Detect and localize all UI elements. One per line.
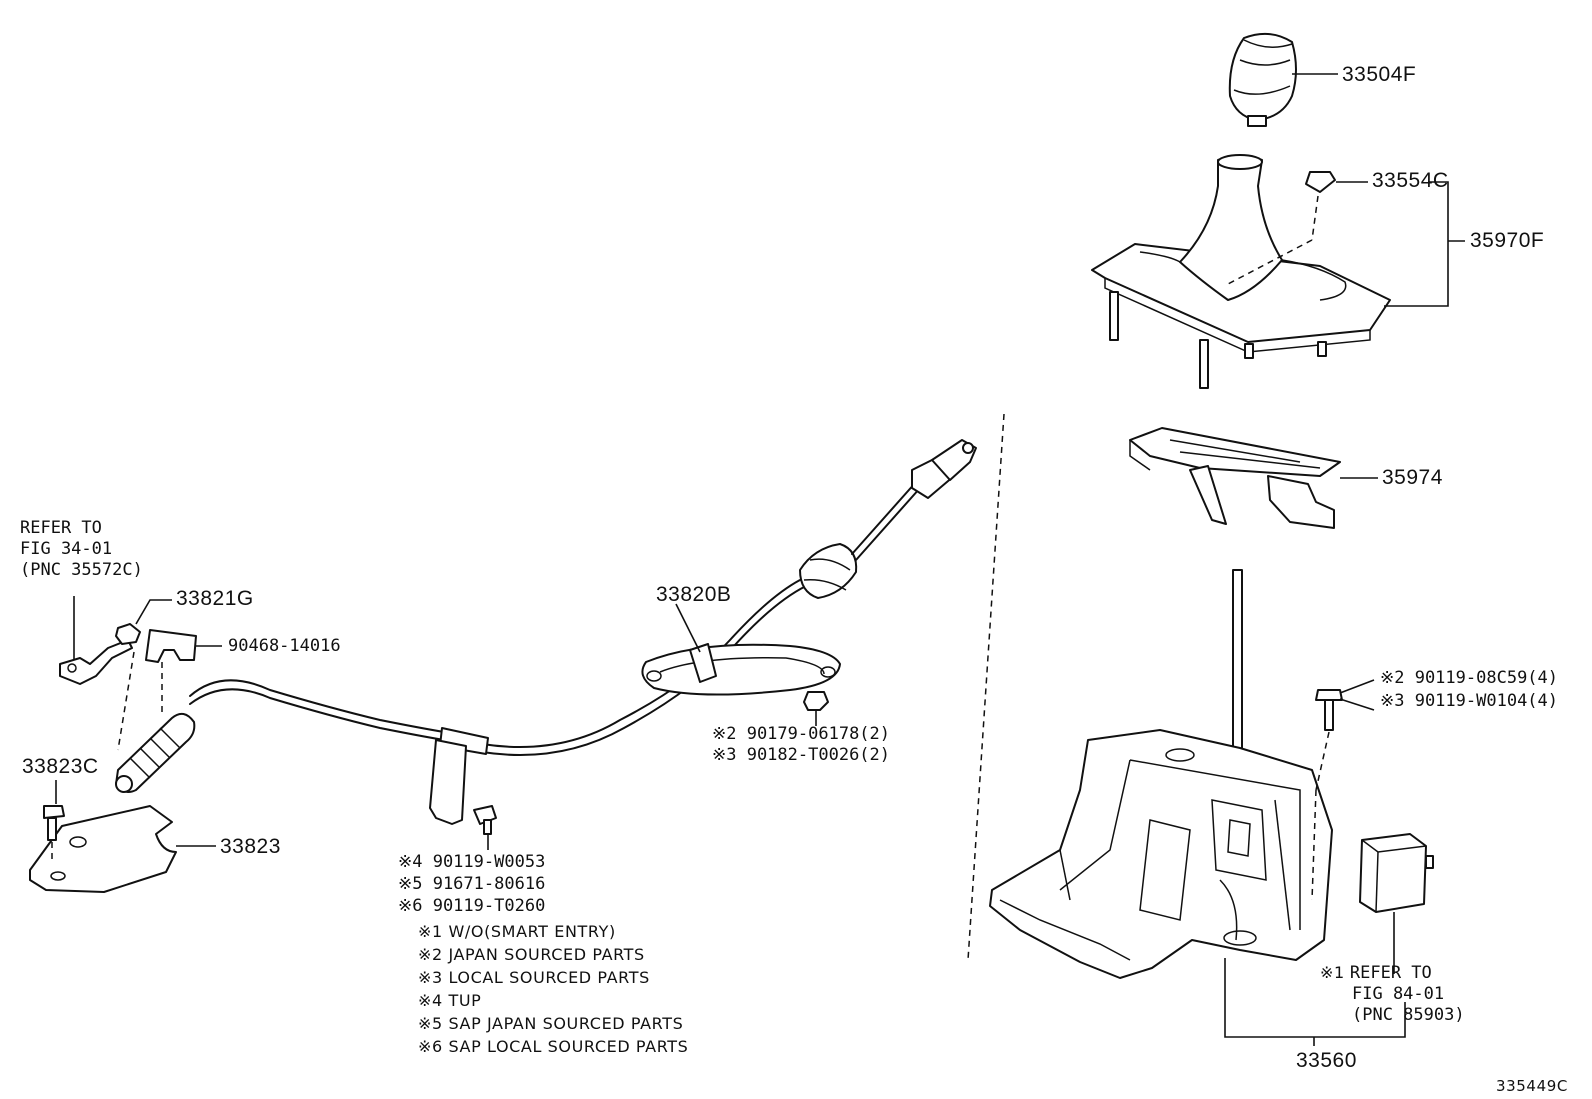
bracket-35974-drawing <box>1129 427 1378 529</box>
legend-item-1: ※1 W/O(SMART ENTRY) <box>418 922 616 941</box>
nut-center-line1: ※2 90179-06178(2) <box>712 724 891 744</box>
module-drawing <box>1359 833 1434 974</box>
bolt-bottom-line2: ※5 91671-80616 <box>398 874 546 894</box>
refer-left-line2: FIG 34-01 <box>20 539 113 559</box>
bolt-right-line2: ※3 90119-W0104(4) <box>1380 691 1559 711</box>
bracket-33821G-drawing <box>59 596 172 751</box>
shift-panel-drawing <box>1091 154 1465 389</box>
label-33823C: 33823C <box>22 755 99 778</box>
legend-item-3: ※3 LOCAL SOURCED PARTS <box>418 968 650 987</box>
refer-right-line3: (PNC 85903) <box>1352 1005 1465 1025</box>
shift-knob-drawing <box>1228 32 1338 127</box>
refer-left-block: REFER TO FIG 34-01 (PNC 35572C) <box>20 518 143 581</box>
label-shift-lever-assy: 33560 <box>1296 1049 1357 1072</box>
bolt-bottom-line3: ※6 90119-T0260 <box>398 896 546 916</box>
nut-center-callout: ※2 90179-06178(2) ※3 90182-T0026(2) <box>712 724 890 766</box>
shift-cable-drawing <box>189 439 977 825</box>
figure-code: 335449C <box>1496 1077 1568 1095</box>
label-bracket: 35974 <box>1382 466 1443 489</box>
bracket-33823-drawing <box>29 780 216 893</box>
legend-item-6: ※6 SAP LOCAL SOURCED PARTS <box>418 1037 689 1056</box>
bolt-bottom-drawing <box>473 805 497 850</box>
refer-right-mark: ※1 <box>1320 963 1345 982</box>
bolt-right-callout: ※2 90119-08C59(4) ※3 90119-W0104(4) <box>1380 668 1558 712</box>
bolt-right-line1: ※2 90119-08C59(4) <box>1380 668 1559 688</box>
refer-right-block: ※1 REFER TO FIG 84-01 (PNC 85903) <box>1320 962 1465 1026</box>
connection-dash-line <box>967 413 1005 961</box>
refer-right-line1: REFER TO <box>1349 963 1432 983</box>
refer-left-line1: REFER TO <box>20 518 102 538</box>
label-clip: 33554C <box>1372 169 1449 192</box>
bolt-bottom-callout: ※4 90119-W0053 ※5 91671-80616 ※6 90119-T… <box>398 852 545 917</box>
nut-center-line2: ※3 90182-T0026(2) <box>712 745 891 765</box>
legend-item-5: ※5 SAP JAPAN SOURCED PARTS <box>418 1014 684 1033</box>
shift-lever-assy-drawing <box>989 569 1406 1046</box>
refer-right-line2: FIG 84-01 <box>1352 984 1445 1004</box>
legend-item-4: ※4 TUP <box>418 991 482 1010</box>
label-cable-bracket: 33823 <box>220 835 281 858</box>
legend-item-2: ※2 JAPAN SOURCED PARTS <box>418 945 645 964</box>
nut-center-drawing <box>803 691 829 726</box>
label-knob: 33504F <box>1342 63 1417 86</box>
label-panel: 35970F <box>1470 229 1545 252</box>
bolt-right-drawing <box>1311 679 1375 901</box>
label-cable: 33820B <box>656 583 732 606</box>
legend: ※1 W/O(SMART ENTRY) ※2 JAPAN SOURCED PAR… <box>418 920 688 1058</box>
bolt-bottom-line1: ※4 90119-W0053 <box>398 852 546 872</box>
label-grommet-nut: 33821G <box>176 587 254 610</box>
cable-end-left-drawing <box>115 629 222 793</box>
label-retainer: 90468-14016 <box>228 636 341 656</box>
refer-left-line3: (PNC 35572C) <box>20 560 143 580</box>
